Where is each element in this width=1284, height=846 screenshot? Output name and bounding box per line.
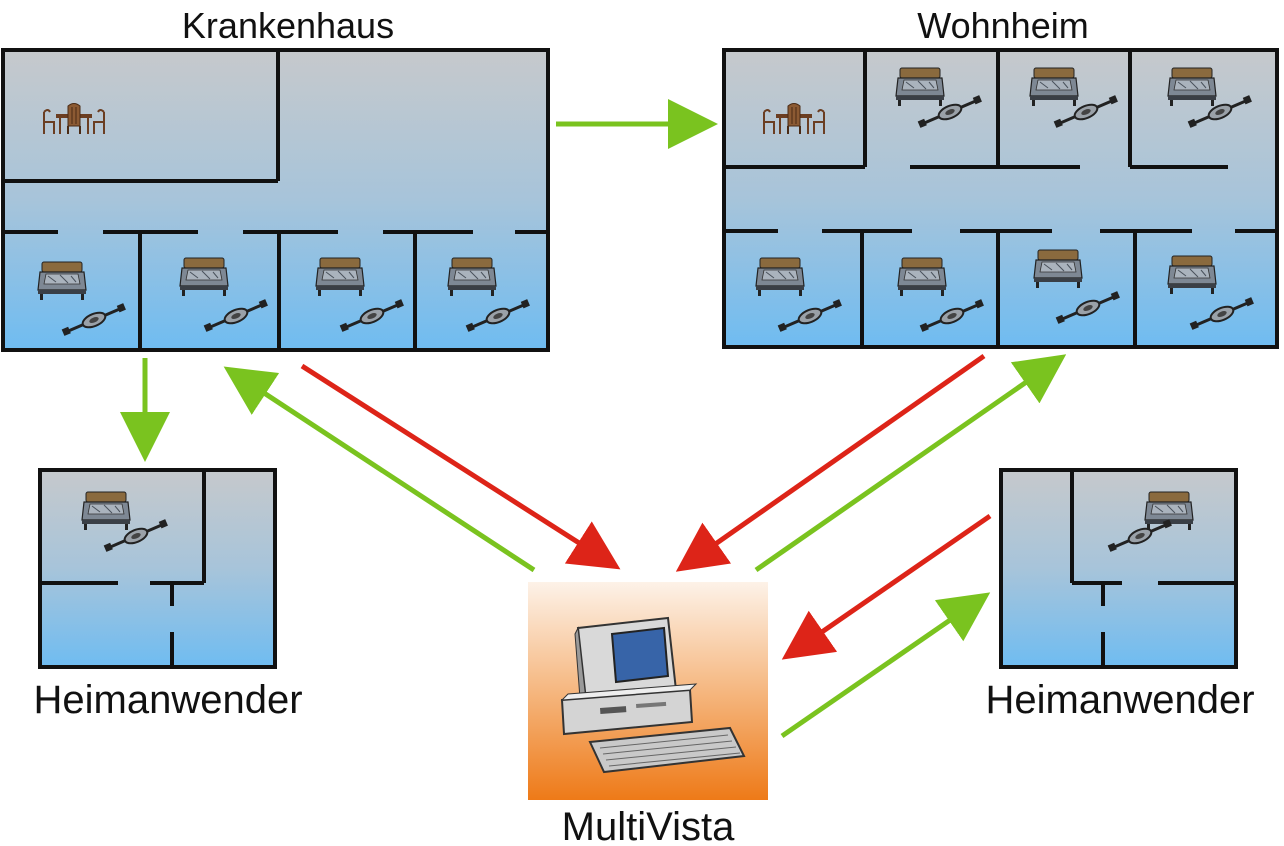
arrow-dorm-to-server [675,353,986,572]
home-user-right-label: Heimanwender [985,678,1254,722]
arrow-hospital-to-server [300,363,621,570]
hospital-label: Krankenhaus [182,5,394,46]
hospital-building [1,48,550,352]
multivista-server [528,582,768,800]
arrow-home-user-to-server [781,513,992,660]
server-label: MultiVista [562,805,735,846]
arrow-server-to-home-user [780,592,991,739]
dorm-building [722,48,1279,349]
arrows [120,99,1067,739]
dorm-label: Wohnheim [917,5,1088,46]
home-user-right-building [999,468,1238,669]
home-user-left-label: Heimanwender [33,678,302,722]
arrow-server-to-dorm [754,354,1067,573]
arrow-server-to-hospital [223,366,536,573]
desktop-computer-icon [560,616,746,774]
home-user-left-building [38,468,277,669]
